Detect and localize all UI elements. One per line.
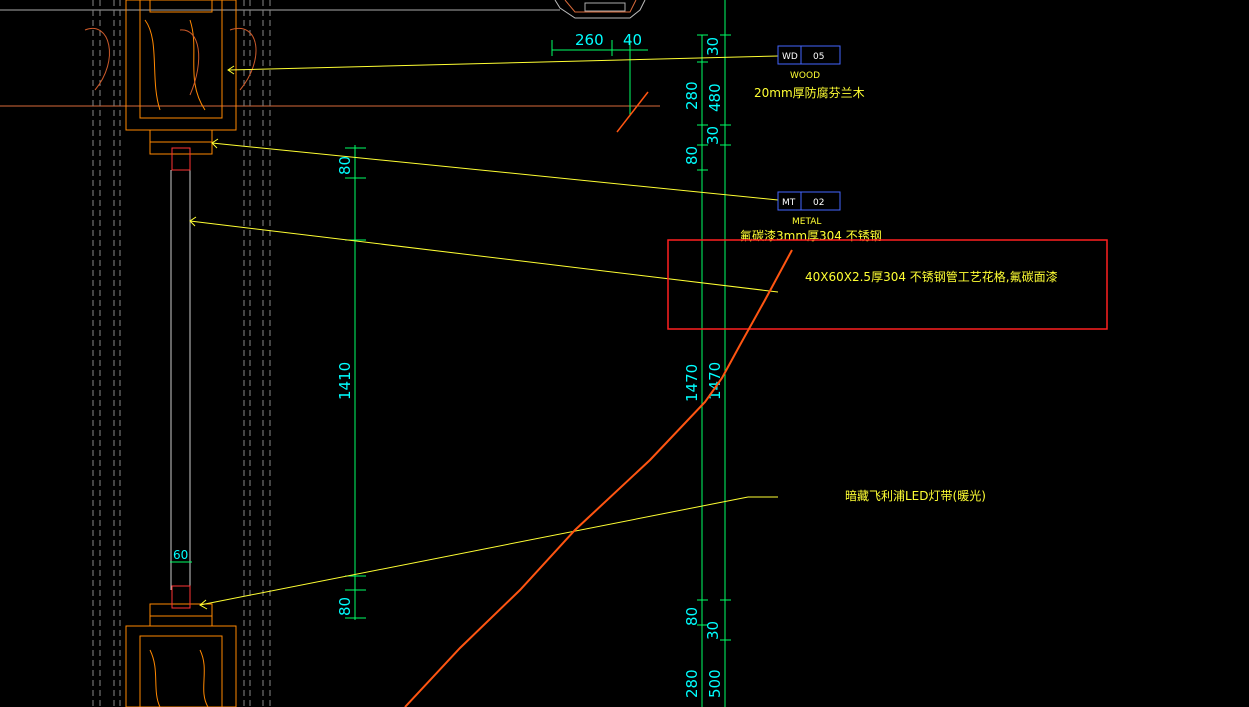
dim-right-1470-b: 1470 <box>706 362 724 400</box>
tag-wood-code: WD <box>782 52 798 62</box>
dim-top-260: 260 <box>575 31 604 49</box>
tag-metal-material: METAL <box>792 217 821 227</box>
orange-markup-line <box>404 249 793 707</box>
tag-metal-code: MT <box>782 198 796 208</box>
tag-wood-number: 05 <box>813 52 824 62</box>
tag-wood-description: 20mm厚防腐芬兰木 <box>754 85 865 100</box>
dim-right-1470-a: 1470 <box>683 364 701 402</box>
dim-right-500-bottom: 500 <box>706 669 724 698</box>
dim-left-80-top: 80 <box>336 156 354 175</box>
dim-right-30-top: 30 <box>704 37 722 56</box>
wood-section-top <box>84 0 257 171</box>
dim-right-80-low: 80 <box>683 607 701 626</box>
tag-metal-description: 氟碳漆3mm厚304 不锈钢 <box>740 229 882 243</box>
dim-right-30-mid: 30 <box>704 126 722 145</box>
tag-metal-number: 02 <box>813 198 824 208</box>
structure-lines <box>0 0 660 707</box>
note-led: 暗藏飞利浦LED灯带(暖光) <box>845 488 986 503</box>
leader-lines <box>189 55 779 610</box>
dim-right-80-mid: 80 <box>683 146 701 165</box>
dim-right-280-bottom: 280 <box>683 669 701 698</box>
dim-right-480: 480 <box>706 83 724 112</box>
tag-metal[interactable]: MT 02 METAL 氟碳漆3mm厚304 不锈钢 <box>740 191 882 243</box>
dim-left-1410: 1410 <box>336 362 354 400</box>
tag-wood[interactable]: WD 05 WOOD 20mm厚防腐芬兰木 <box>754 45 865 100</box>
dimension-lines <box>170 0 731 707</box>
dim-right-280: 280 <box>683 81 701 110</box>
dim-top-40: 40 <box>623 31 642 49</box>
wood-section-bottom <box>125 585 237 707</box>
dim-width-60: 60 <box>173 548 188 562</box>
highlight-box[interactable] <box>667 239 1108 330</box>
dimension-labels: 260 40 30 280 480 30 80 1470 1470 80 30 … <box>173 31 724 698</box>
dim-left-80-bottom: 80 <box>336 597 354 616</box>
top-section-fragment <box>554 0 646 19</box>
dim-right-30-low: 30 <box>704 621 722 640</box>
section-cross-mark <box>616 91 649 133</box>
tag-wood-material: WOOD <box>790 71 820 81</box>
note-pipe: 40X60X2.5厚304 不锈钢管工艺花格,氟碳面漆 <box>805 269 1058 284</box>
